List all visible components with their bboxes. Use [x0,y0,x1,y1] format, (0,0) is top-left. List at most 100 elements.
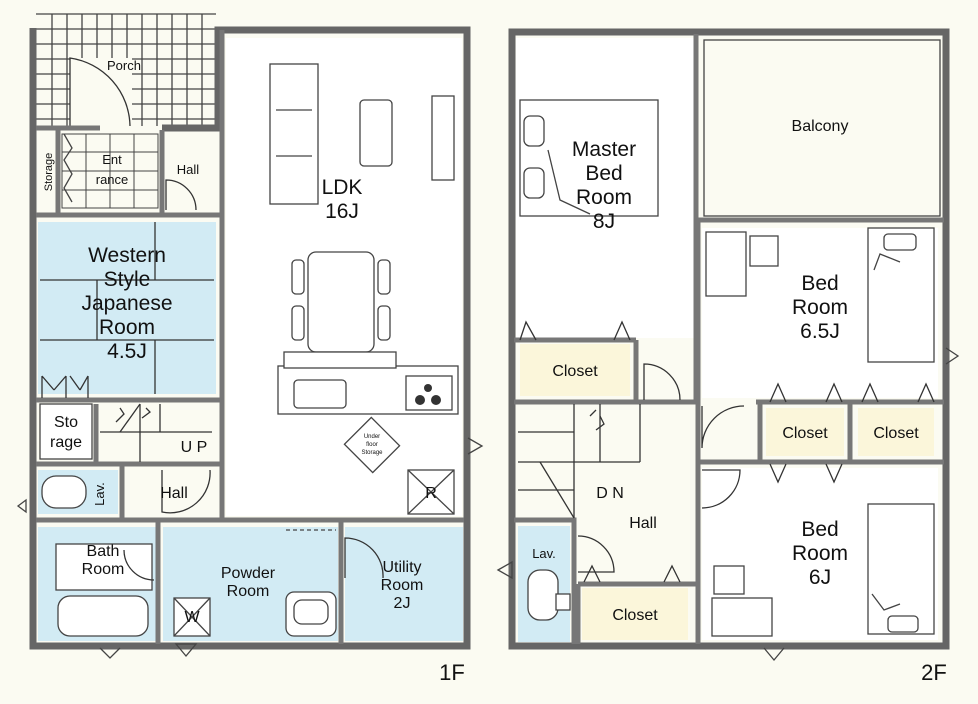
window-marker-lav-2f [496,560,513,580]
closet-bottom-doors [583,564,681,583]
label-balcony: Balcony [792,118,849,135]
hall-upper-door [165,179,197,211]
chair-2 [291,305,305,341]
label-master-4: 8J [593,210,615,233]
bed1-desk [705,231,747,297]
label-entrance-1: Ent [102,152,122,167]
closet-mid-fill [766,408,844,456]
label-closet-right: Closet [873,425,919,442]
closet-mid-doors-bottom [769,463,843,484]
stove [405,375,453,411]
window-marker-bed1 [945,347,960,365]
dining-table [307,251,375,353]
shoe-cabinet-door [63,133,73,203]
label-underfloor-3: Storage [361,450,383,456]
label-utility-1: Utility [382,559,421,576]
label-bed1-2: Room [792,296,848,319]
2f-outer-wall [508,28,950,650]
label-closet-bottom: Closet [612,607,658,624]
bathtub [57,595,149,637]
utility-room-fill [345,527,463,641]
window-marker-bath [99,647,121,659]
master-pillow-2 [523,167,545,199]
underfloor-storage-hatch [343,416,401,474]
label-closet-mid: Closet [782,425,828,442]
master-pillow-1 [523,115,545,147]
lav-2f-door [577,535,615,573]
label-storage-vertical: Storage [43,153,55,192]
stairs-1f [100,403,212,462]
window-marker-1f-left [16,498,27,514]
label-ldk-2: 16J [325,200,359,223]
label-storage-2: rage [50,434,82,451]
bed1-door [701,405,745,449]
toilet-2f [527,569,559,621]
label-utility-2: Room [381,577,424,594]
sofa [269,63,319,205]
label-washer: W [184,609,200,626]
wall-lav-2f [514,517,577,644]
label-ldk-1: LDK [322,176,363,199]
balcony-area [703,39,941,217]
label-master-2: Bed [585,162,622,185]
hall-door-swing [161,469,211,514]
label-closet-left: Closet [552,363,598,380]
label-bed2-2: Room [792,542,848,565]
master-bed-fold [547,149,591,215]
closet-right-fill [858,408,934,456]
chair-1 [291,259,305,295]
bed2-pillow [887,615,919,633]
toilet-1f [41,475,87,509]
bed2-chair [713,565,745,595]
coffee-table [359,99,393,167]
label-japanese-2: Style [104,268,151,291]
tv-stand [431,95,455,181]
label-bed2-1: Bed [801,518,838,541]
label-utility-3: 2J [394,595,411,612]
storage-box [39,403,93,460]
label-bath-1: Bath [87,543,120,560]
label-entrance-2: rance [96,172,129,187]
bed2-door [701,469,741,509]
label-stairs-up: U P [181,439,208,456]
label-storage-1: Sto [54,414,78,431]
floor-2: Master Bed Room 8J Balcony Bed Room 6.5J… [496,28,960,685]
label-porch: Porch [107,58,141,73]
label-bed1-3: 6.5J [800,320,840,343]
label-japanese-4: Room [99,316,155,339]
chair-3 [377,259,391,295]
bed2-bed [867,503,935,635]
label-hall-2f: Hall [629,515,657,532]
stairs-2f [518,404,641,519]
label-bed2-3: 6J [809,566,831,589]
wall-bed2-left [695,459,760,644]
bath-room-box [55,543,153,591]
porch-door-swing [69,57,131,128]
label-powder-2: Room [227,583,270,600]
label-floor-2: 2F [921,660,947,685]
closet-left-fill [520,344,630,396]
japanese-room-closet-door [41,375,89,398]
label-hall-lower: Hall [160,485,188,502]
label-japanese-3: Japanese [81,292,172,315]
tatami-lines [40,222,214,394]
closet-left-doors [519,320,631,341]
utility-door [344,537,384,579]
bed2-bed-fold [871,593,901,611]
kitchen-sink [293,379,347,409]
label-japanese-5: 4.5J [107,340,147,363]
label-lav-1f: Lav. [92,482,107,506]
label-bath-2: Room [82,561,125,578]
floor-1: Porch Storage Ent rance Hall LDK 16J Wes… [16,13,484,685]
label-stairs-down: D N [596,485,624,502]
sink-basin [293,599,329,625]
label-master-3: Room [576,186,632,209]
bath-door [123,549,155,581]
bed1-chair [749,235,779,267]
window-marker-ldk [467,437,484,455]
bed1-bed-fold [873,253,901,271]
master-door [643,363,681,401]
label-bed1-1: Bed [801,272,838,295]
window-marker-bed2 [763,647,785,662]
